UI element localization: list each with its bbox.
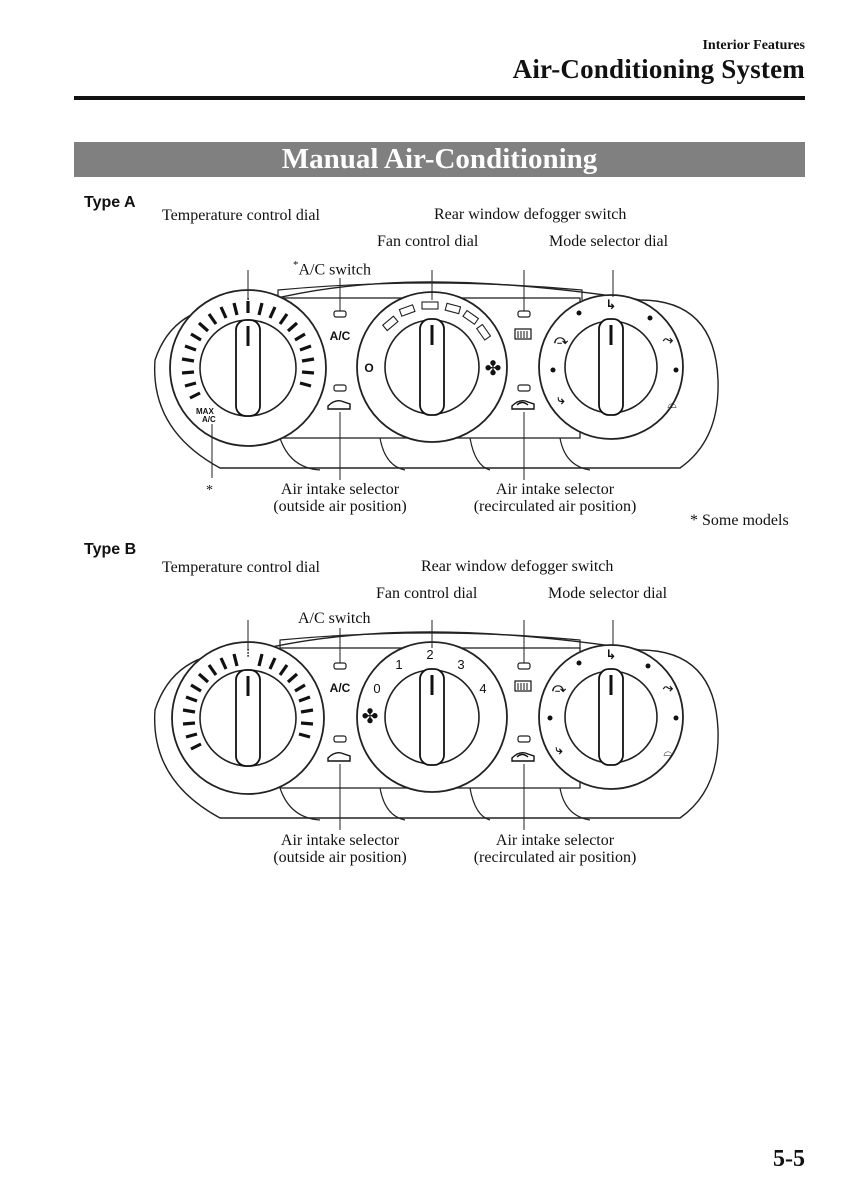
fan-icon: ✤ [485,358,502,380]
section-banner: Manual Air-Conditioning [74,142,805,177]
ac-switch-text: A/C switch [298,261,371,279]
vent-face-icon: ↳ [606,297,617,312]
intake-recirc-line1: Air intake selector [495,832,615,849]
fan-off-label: O [364,361,373,375]
fan-dial-knob[interactable] [419,668,445,766]
vent-face-icon: ↳ [606,647,617,662]
type-b-callout-fan-dial: Fan control dial [376,585,478,602]
vent-floor-icon: ⤷ [555,742,563,757]
vent-floor-icon: ⤷ [557,392,565,407]
intake-outside-line2: (outside air position) [273,849,407,866]
temp-dial-knob[interactable] [235,319,261,417]
type-b-control-panel: ⫶ A/C 0 1 2 3 4 ✤ ↳ ⤼ ⤷ ⤳ ⌓ [153,620,719,830]
type-b-callout-ac-switch: A/C switch [298,610,371,627]
intake-outside-icon[interactable] [327,751,351,762]
intake-outside-line1: Air intake selector [280,481,400,498]
vent-floor-defrost-icon: ⤳ [663,680,674,695]
fan-speed-2: 2 [426,647,433,662]
ac-switch-label[interactable]: A/C [330,681,351,695]
intake-recirc-led [517,735,531,743]
ac-indicator-led [333,310,347,318]
mode-position-dots [547,660,679,721]
intake-recirc-led [517,384,531,392]
vent-bilevel-icon: ⤼ [552,680,567,695]
intake-outside-icon[interactable] [327,399,351,410]
intake-recirc-line2: (recirculated air position) [473,498,637,515]
temp-dial-ticks [181,301,315,400]
type-b-callout-intake-outside: Air intake selector (outside air positio… [255,832,425,866]
fan-speed-3: 3 [457,657,464,672]
fan-speed-1: 1 [395,657,402,672]
type-a-callout-ac-switch: *A/C switch [293,257,371,278]
temp-dial-knob[interactable] [235,669,261,767]
rear-defogger-switch[interactable] [514,680,532,692]
type-a-callout-intake-recirc: Air intake selector (recirculated air po… [455,481,655,515]
type-b-callout-rear-defogger: Rear window defogger switch [421,558,614,575]
header-rule [74,96,805,100]
intake-recirc-line2: (recirculated air position) [473,849,637,866]
fan-icon: ✤ [362,706,379,728]
type-a-callout-mode-dial: Mode selector dial [549,233,669,250]
vent-defrost-icon: ⌓ [663,745,673,759]
temp-dial-ticks [182,653,314,751]
type-a-asterisk: * [206,483,213,498]
type-b-callout-mode-dial: Mode selector dial [548,585,668,602]
defogger-indicator-led [517,662,531,670]
vent-defrost-icon: ⌓ [667,397,677,411]
vent-floor-defrost-icon: ⤳ [663,332,674,347]
intake-recirc-icon[interactable] [511,399,535,410]
type-a-callout-rear-defogger: Rear window defogger switch [434,206,627,223]
intake-outside-line1: Air intake selector [280,832,400,849]
ac-switch-label[interactable]: A/C [330,329,351,343]
max-ac-sub-label: A/C [202,415,216,424]
type-a-callout-intake-outside: Air intake selector (outside air positio… [255,481,425,515]
page-title: Air-Conditioning System [512,54,805,84]
fan-speed-segments [381,301,492,341]
mode-dial-knob[interactable] [598,668,624,766]
intake-outside-line2: (outside air position) [273,498,407,515]
vent-bilevel-icon: ⤼ [554,332,569,347]
type-b-leader-lines [247,620,614,830]
temp-thermometer-icon: ⫶ [247,297,250,309]
asterisk-mark: * [293,259,299,271]
rear-defogger-switch[interactable] [514,328,532,340]
intake-outside-led [333,735,347,743]
type-a-label: Type A [84,194,136,211]
fan-speed-0: 0 [373,681,380,696]
section-label: Interior Features [702,38,805,53]
type-a-footnote: * Some models [690,512,789,529]
temp-thermometer-icon: ⫶ [247,648,250,660]
intake-recirc-line1: Air intake selector [495,481,615,498]
type-a-control-panel: ⫶ MAX A/C A/C O ✤ ↳ ⤼ ⤷ ⤳ ⌓ [153,270,719,480]
fan-dial-knob[interactable] [419,318,445,416]
page-number: 5-5 [773,1146,805,1172]
ac-indicator-led [333,662,347,670]
intake-outside-led [333,384,347,392]
type-b-callout-temp-dial: Temperature control dial [162,559,320,576]
type-b-label: Type B [84,541,137,558]
fan-speed-4: 4 [479,681,486,696]
type-b-callout-intake-recirc: Air intake selector (recirculated air po… [455,832,655,866]
max-ac-label: MAX [196,407,214,416]
mode-dial-knob[interactable] [598,318,624,416]
type-a-callout-temp-dial: Temperature control dial [162,207,320,224]
type-a-callout-fan-dial: Fan control dial [377,233,479,250]
defogger-indicator-led [517,310,531,318]
intake-recirc-icon[interactable] [511,751,535,762]
mode-position-dots [550,310,679,373]
type-a-leader-lines [211,270,614,480]
